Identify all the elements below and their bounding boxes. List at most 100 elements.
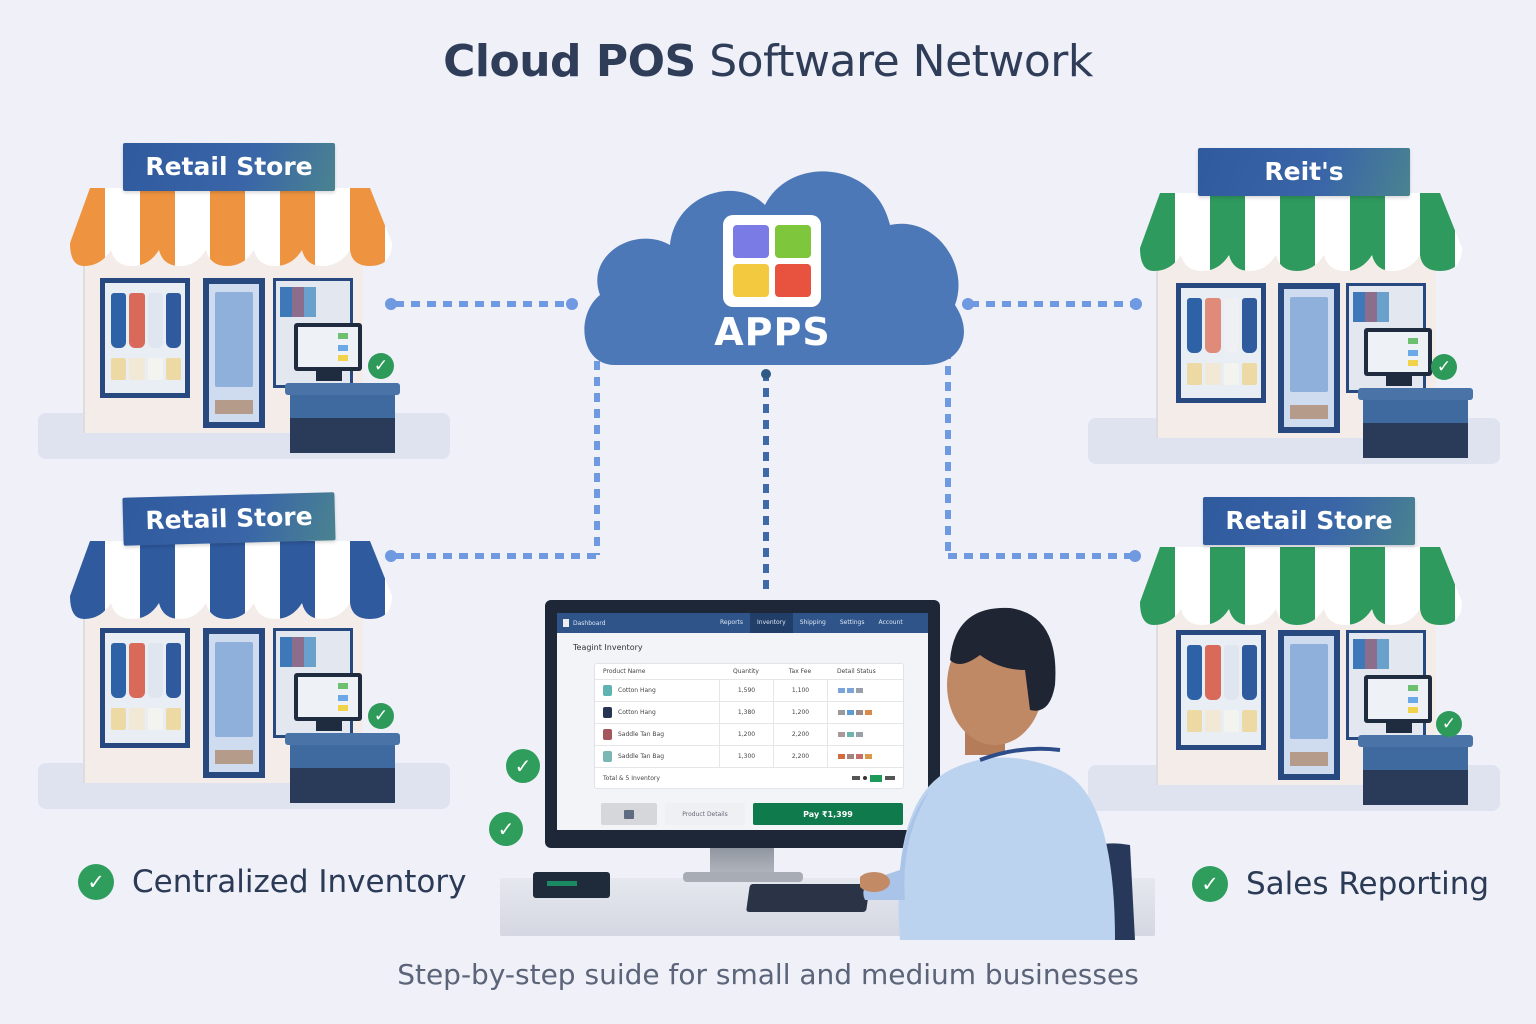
checkout-counter [1358,735,1473,805]
brand-label: Dashboard [573,619,606,627]
col-tax-fee[interactable]: Tax Fee [788,668,812,675]
store-sign: Retail Store [123,143,335,191]
check-circle-icon: ✓ [78,864,114,900]
check-icon: ✓ [1436,711,1462,737]
store-top-left[interactable]: Retail Store ✓ [38,143,450,463]
table-footer: Total & 5 Inventory [595,768,903,788]
checkout-counter [285,383,400,453]
app-tile-green [775,225,811,258]
monitor-base [683,872,803,882]
store-bottom-right[interactable]: Retail Store ✓ [1088,495,1500,815]
feature-label: Sales Reporting [1246,866,1490,902]
check-icon: ✓ [368,703,394,729]
checkout-counter [1358,388,1473,458]
cloud-label: APPS [714,310,831,354]
check-icon: ✓ [489,812,523,846]
fee-value: 2,200 [773,724,827,745]
nav-tab-settings[interactable]: Settings [839,619,865,626]
footer-label: Total & 5 Inventory [603,774,660,782]
pos-page-title: Teagint Inventory [573,643,643,652]
app-tile-yellow [733,264,769,297]
table-row[interactable]: Cotton Hang 1,380 1,200 [595,702,903,724]
nav-tab-reports[interactable]: Reports [720,619,744,626]
status-pills [827,724,903,745]
quantity-value: 1,200 [719,724,773,745]
app-tile-red [775,264,811,297]
product-thumb [603,707,612,718]
keyboard-icon [746,884,870,912]
awning-icon [70,541,392,619]
store-door [203,278,265,428]
product-name: Cotton Hang [618,709,656,716]
product-name: Saddle Tan Bag [618,731,665,738]
inventory-table: Product Name Quantity Tax Fee Detail Sta… [594,663,904,789]
pos-stand [316,371,342,381]
title-bold: Cloud POS [443,36,696,87]
store-bottom-left[interactable]: Retail Store ✓ [38,492,450,813]
display-window [1176,630,1266,750]
fee-value: 1,200 [773,702,827,723]
fee-value: 2,200 [773,746,827,767]
product-details-button[interactable]: Product Details [665,803,745,825]
awning-icon [1140,547,1462,625]
payment-method-icons [852,774,895,782]
checkout-counter [285,733,400,803]
scan-icon [624,809,634,819]
scan-button[interactable] [601,803,657,825]
quantity-value: 1,300 [719,746,773,767]
product-thumb [603,685,612,696]
col-product-name[interactable]: Product Name [603,668,646,675]
pos-action-bar: Product Details Pay ₹1,399 [601,803,903,825]
pos-terminal-icon [1364,675,1432,723]
display-window [100,278,190,398]
table-header: Product Name Quantity Tax Fee Detail Sta… [595,664,903,680]
feature-centralized-inventory: ✓ Centralized Inventory [78,864,466,900]
cloud-apps-hub[interactable]: APPS [575,155,970,370]
apps-grid-icon [723,215,821,307]
nav-tab-account[interactable]: Account [878,619,903,626]
feature-sales-reporting: ✓ Sales Reporting [1192,866,1489,902]
pos-stand [1386,723,1412,733]
table-row[interactable]: Cotton Hang 1,590 1,100 [595,680,903,702]
store-door [203,628,265,778]
pos-stand [1386,376,1412,386]
table-row[interactable]: Saddle Tan Bag 1,300 2,200 [595,746,903,768]
quantity-value: 1,590 [719,680,773,701]
col-detail-status[interactable]: Detail Status [837,668,876,675]
store-door [1278,630,1340,780]
pos-terminal-icon [1364,328,1432,376]
col-quantity[interactable]: Quantity [733,668,759,675]
check-icon: ✓ [1431,354,1457,380]
display-window [100,628,190,748]
product-thumb [603,751,612,762]
subtitle: Step-by-step suide for small and medium … [397,958,1139,991]
product-name: Saddle Tan Bag [618,753,665,760]
store-sign: Reit's [1198,148,1410,196]
check-icon: ✓ [368,353,394,379]
check-circle-icon: ✓ [1192,866,1228,902]
nav-tab-shipping[interactable]: Shipping [799,619,826,626]
store-top-right[interactable]: Reit's ✓ [1088,148,1500,468]
monitor-stand [710,846,774,876]
pos-terminal-icon [294,323,362,371]
status-pills [827,702,903,723]
awning-icon [70,188,392,266]
page-title: Cloud POS Software Network [0,36,1536,87]
status-pills [827,746,903,767]
product-name: Cotton Hang [618,687,656,694]
quantity-value: 1,380 [719,702,773,723]
display-window [1176,283,1266,403]
app-tile-purple [733,225,769,258]
title-light: Software Network [709,36,1093,87]
pos-terminal-icon [294,673,362,721]
pos-monitor: Dashboard Reports Inventory Shipping Set… [545,600,940,848]
awning-icon [1140,193,1462,271]
check-icon: ✓ [506,749,540,783]
product-thumb [603,729,612,740]
table-row[interactable]: Saddle Tan Bag 1,200 2,200 [595,724,903,746]
pay-button[interactable]: Pay ₹1,399 [753,803,903,825]
nav-tab-inventory[interactable]: Inventory [750,613,793,633]
fee-value: 1,100 [773,680,827,701]
status-pills [827,680,903,701]
pos-brand[interactable]: Dashboard [563,619,713,627]
